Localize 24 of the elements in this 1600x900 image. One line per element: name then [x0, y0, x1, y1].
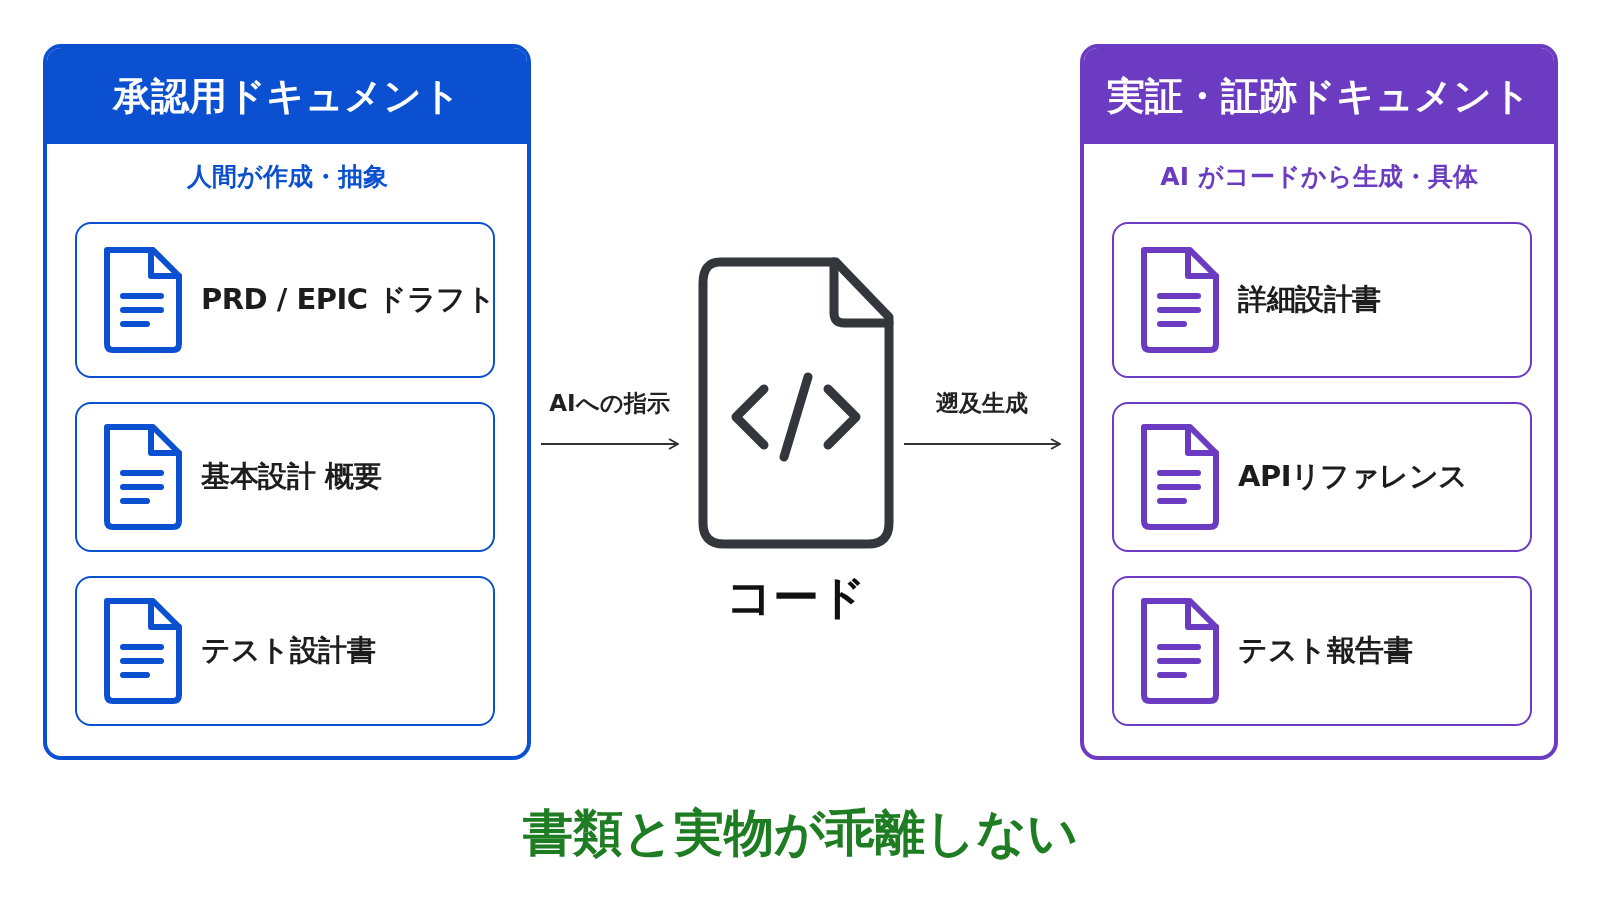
- document-title: APIリファレンス: [1238, 458, 1468, 495]
- code-label: コード: [725, 569, 867, 626]
- arrow: [903, 438, 1061, 450]
- document-title: PRD / EPIC ドラフト: [201, 281, 496, 318]
- panel: [1080, 44, 1558, 760]
- panel-subtitle: 人間が作成・抽象: [185, 161, 389, 193]
- panel-subtitle: AI がコードから生成・具体: [1159, 161, 1479, 193]
- panel-header: 承認用ドキュメント: [47, 48, 527, 144]
- arrow: [540, 438, 679, 450]
- panel-header: 実証・証跡ドキュメント: [1084, 48, 1554, 144]
- document-title: 基本設計 概要: [201, 458, 382, 495]
- edge-label: AIへの指示: [549, 389, 670, 418]
- panel: [43, 44, 531, 760]
- document-card: [75, 222, 495, 378]
- document-card: [1112, 576, 1532, 726]
- document-card: [75, 576, 495, 726]
- document-card: [1112, 402, 1532, 552]
- edge-label: 遡及生成: [936, 389, 1028, 418]
- document-title: テスト報告書: [1238, 632, 1412, 669]
- document-card: [1112, 222, 1532, 378]
- document-card: [75, 402, 495, 552]
- document-title: テスト設計書: [201, 632, 375, 669]
- caption: 書類と実物が乖離しない: [522, 804, 1078, 862]
- document-title: 詳細設計書: [1238, 281, 1381, 318]
